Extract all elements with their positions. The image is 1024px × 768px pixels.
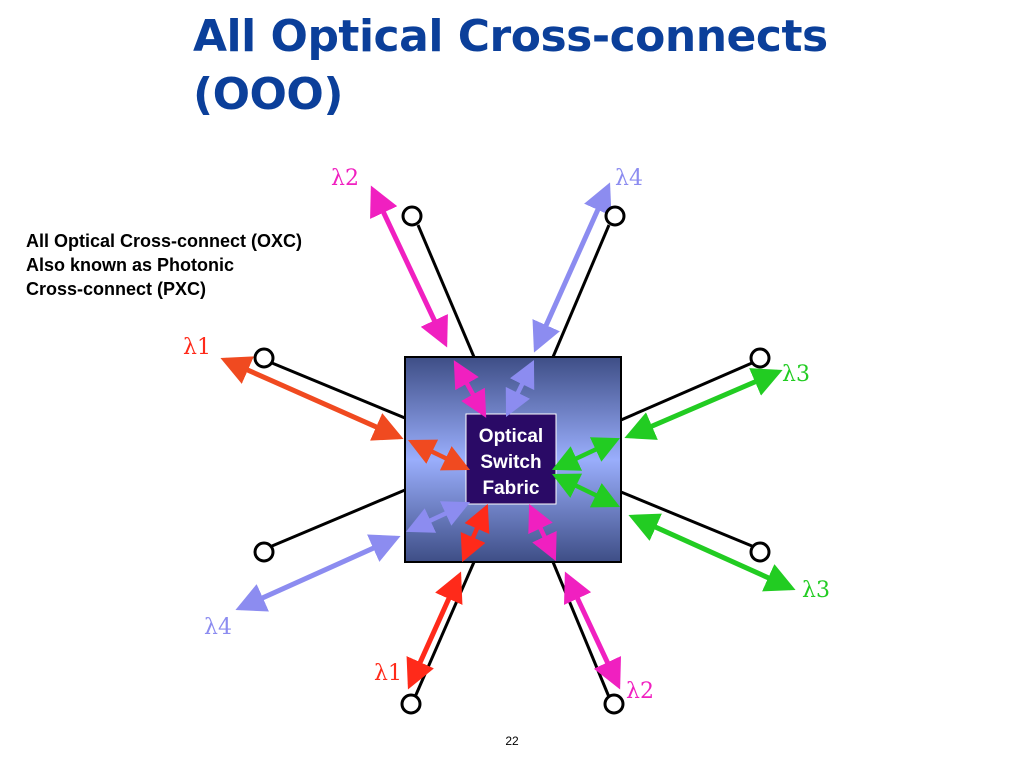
page-number: 22 [505, 734, 519, 748]
lambda4-outer-arrow [532, 182, 612, 353]
port-bottom-left [400, 693, 422, 715]
description-text: All Optical Cross-connect (OXC) Also kno… [26, 229, 406, 301]
fiber-bottom-right [551, 561, 611, 698]
inner-arrows [405, 359, 621, 563]
port-right-lower [749, 541, 771, 563]
lambda1-outer-arrow-left [220, 356, 404, 441]
lambda-label-right-upper: λ3 [782, 362, 810, 387]
port-right-upper [749, 347, 771, 369]
lambda3-inner-arrow-lower [551, 473, 621, 508]
description-line-2: Also known as Photonic [26, 255, 235, 275]
port-terminals [253, 205, 771, 715]
lambda-label-bottom-left: λ4 [204, 615, 232, 640]
port-bottom-right [603, 693, 625, 715]
slide-title: All Optical Cross-connects (OOO) [193, 8, 1013, 124]
port-top-right [604, 205, 626, 227]
lambda-label-bottom-center-right: λ2 [626, 679, 654, 704]
lambda3-inner-arrow-upper [551, 437, 621, 471]
port-left-upper [253, 347, 275, 369]
optical-switch-fabric [465, 413, 557, 505]
fiber-left-lower [271, 488, 406, 548]
lambda2-inner-arrow-top [453, 360, 487, 418]
title-line-2: (OOO) [193, 69, 343, 120]
lambda4-inner-arrow-bottom [405, 501, 471, 533]
lambda4-inner-arrow-top [505, 359, 535, 418]
description-line-1: All Optical Cross-connect (OXC) [26, 231, 303, 251]
description-line-3: Cross-connect (PXC) [26, 279, 207, 299]
outer-arrows [220, 182, 796, 690]
lambda3-outer-arrow-upper [624, 368, 783, 440]
port-left-lower [253, 541, 275, 563]
lambda1-inner-arrow-left [407, 439, 471, 471]
lambda2-outer-arrow-bottom [564, 571, 621, 690]
lambda-label-left: λ1 [183, 335, 211, 360]
lambda-label-bottom-center-left: λ1 [374, 661, 402, 686]
lambda2-inner-arrow-bottom [528, 503, 557, 562]
lambda1-inner-arrow-bottom [460, 503, 490, 563]
port-top-left [401, 205, 423, 227]
fabric-label-line-1: Optical [479, 426, 543, 447]
fiber-bottom-left [413, 561, 476, 698]
lambda1-outer-arrow-bottom [406, 571, 463, 690]
fiber-top-left [416, 224, 476, 358]
lambda4-outer-arrow-bottom [235, 534, 401, 612]
fabric-label-line-3: Fabric [482, 478, 539, 499]
lambda2-outer-arrow [370, 185, 448, 348]
fabric-label-line-2: Switch [480, 452, 541, 473]
title-line-1: All Optical Cross-connects [193, 11, 828, 62]
lambda-label-top-left: λ2 [331, 166, 359, 191]
lambda-label-right-lower: λ3 [802, 578, 830, 603]
lambda-label-top-right: λ4 [615, 166, 643, 191]
lambda3-outer-arrow-lower [628, 513, 796, 592]
